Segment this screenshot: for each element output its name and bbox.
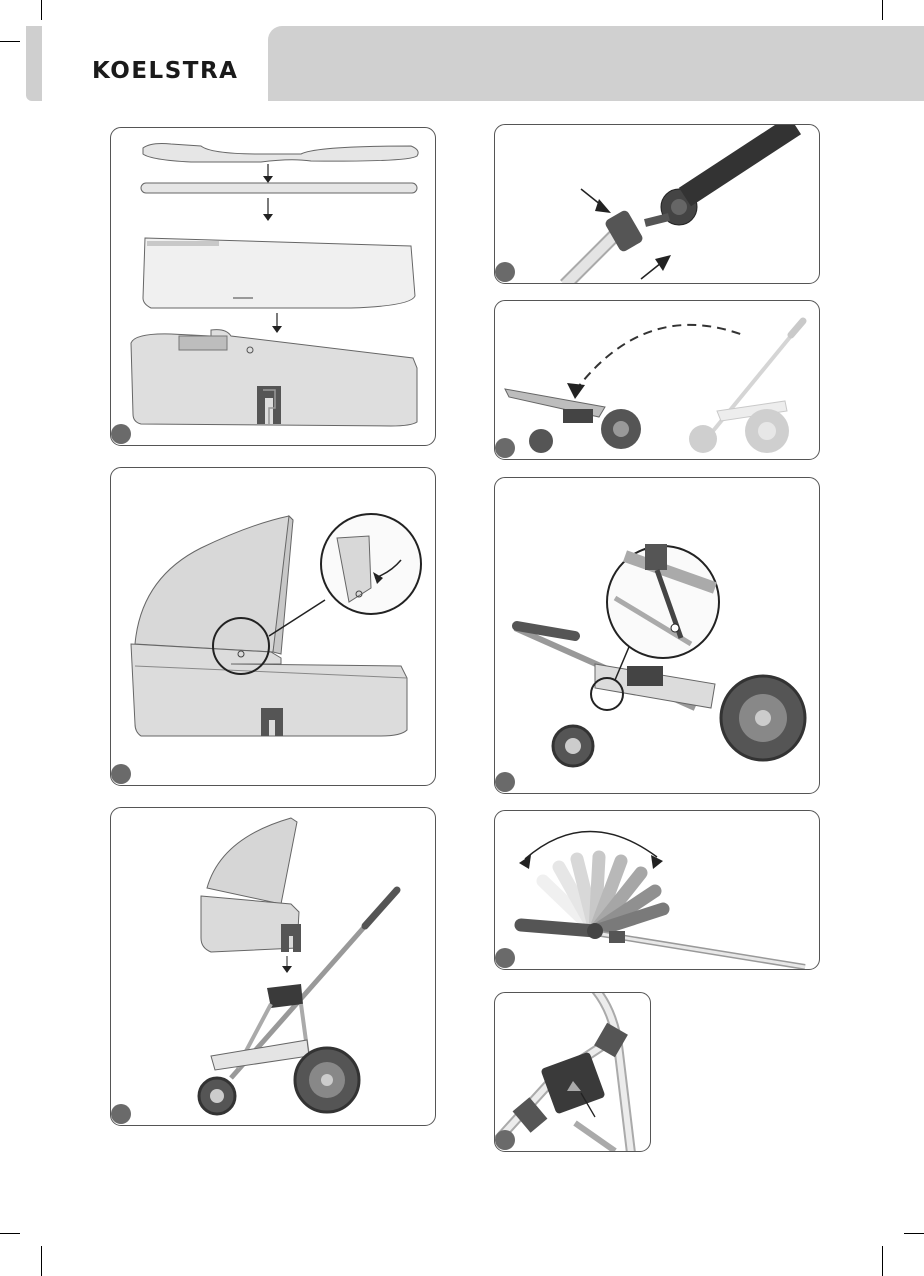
canopy-clip-illustration [111,468,435,785]
adapter-button-illustration [495,993,650,1151]
brand-logo: KOELSTRA [92,58,238,84]
step-number-badge [111,764,131,784]
step-number-badge [111,424,131,444]
chassis-strap-illustration [495,478,819,793]
step-number-badge [495,1130,515,1150]
panel-carrycot-parts [110,127,436,446]
panel-chassis-strap [494,477,820,794]
chassis-fold-illustration [495,301,819,459]
step-number-badge [111,1104,131,1124]
crop-mark [0,41,20,42]
panel-handle-adjust [494,810,820,970]
panel-canopy-clip [110,467,436,786]
carrycot-chassis-illustration [111,808,435,1125]
carrycot-parts-illustration [111,128,435,445]
panel-chassis-fold [494,300,820,460]
handle-adjust-illustration [495,811,819,969]
page-tab [26,26,42,101]
crop-mark [882,0,883,20]
panel-carrycot-on-chassis [110,807,436,1126]
crop-mark [882,1246,883,1276]
crop-mark [41,0,42,20]
frame-fold-lock-illustration [495,125,819,283]
step-number-badge [495,262,515,282]
step-number-badge [495,438,515,458]
crop-mark [904,1233,924,1234]
header-band [268,26,924,101]
step-number-badge [495,772,515,792]
panel-frame-fold-lock [494,124,820,284]
crop-mark [0,1233,20,1234]
step-number-badge [495,948,515,968]
panel-adapter-button [494,992,651,1152]
crop-mark [41,1246,42,1276]
